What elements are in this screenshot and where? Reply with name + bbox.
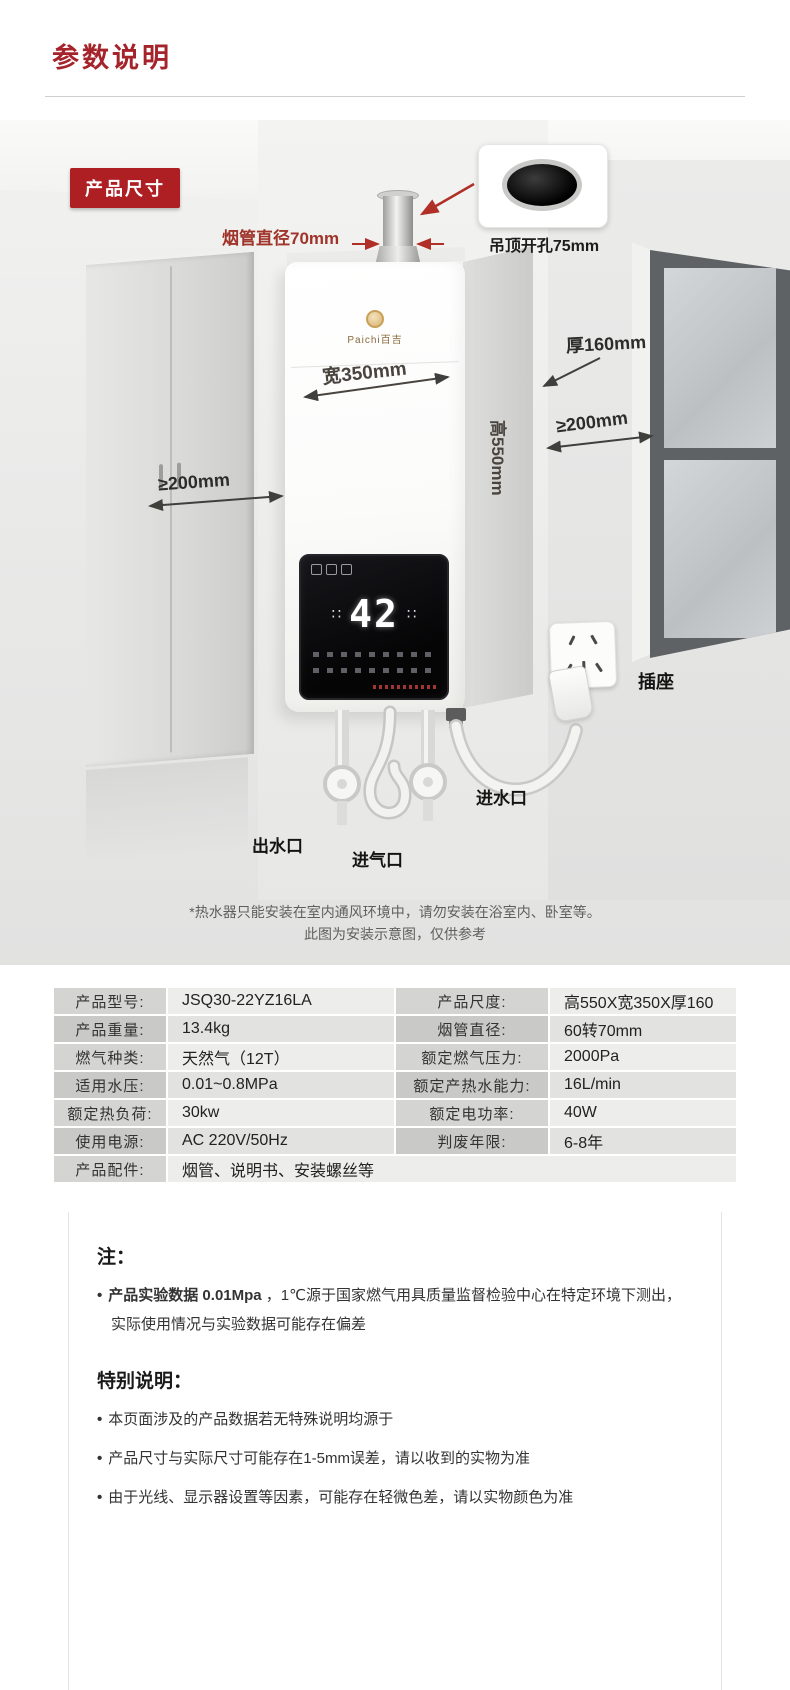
display-tick-row: [313, 668, 435, 673]
temperature-readout: ∷ 42 ∷: [301, 592, 447, 636]
brand-name: Paichi百吉: [347, 335, 403, 346]
diagram-disclaimer-line1: *热水器只能安装在室内通风环境中，请勿安装在浴室内、卧室等。: [189, 904, 601, 920]
flue-pipe-base: [375, 246, 421, 266]
spec-label: 额定电功率:: [396, 1100, 548, 1126]
display-status-icons: [311, 564, 352, 575]
spec-value: 16L/min: [550, 1072, 736, 1098]
special-note-heading: 特别说明：: [97, 1370, 193, 1392]
spec-label: 判废年限:: [396, 1128, 548, 1154]
ceiling-hole-photo: [478, 144, 608, 228]
spec-value: 60转70mm: [550, 1016, 736, 1042]
spec-value: 2000Pa: [550, 1044, 736, 1070]
window: [650, 250, 790, 658]
brand-mascot-icon: [366, 310, 384, 328]
spec-value: 13.4kg: [168, 1016, 394, 1042]
spec-label: 产品尺度:: [396, 988, 548, 1014]
display-segment-left: ∷: [331, 606, 342, 623]
spec-label: 产品型号:: [54, 988, 166, 1014]
spec-value: 天然气（12T）: [168, 1044, 394, 1070]
spec-label: 产品配件:: [54, 1156, 166, 1182]
flue-diameter-label: 烟管直径70mm: [222, 229, 340, 248]
spec-value: 6-8年: [550, 1128, 736, 1154]
spec-label: 使用电源:: [54, 1128, 166, 1154]
socket-label: 插座: [638, 672, 674, 692]
installation-diagram: Paichi百吉 ∷ 42 ∷: [0, 120, 790, 965]
temperature-value: 42: [349, 592, 399, 636]
window-trim: [632, 242, 652, 662]
water-outlet-label: 出水口: [252, 837, 303, 856]
spec-table: 产品型号: JSQ30-22YZ16LA 产品尺度: 高550X宽350X厚16…: [54, 988, 736, 1182]
note-heading: 注：: [97, 1247, 136, 1268]
note-rest: ，1℃源于国家燃气用具质量监督检验中心在特定环境下测出，实际使用情况与实验数据可…: [111, 1287, 681, 1334]
note-item: 产品实验数据 0.01Mpa ，1℃源于国家燃气用具质量监督检验中心在特定环境下…: [97, 1281, 693, 1340]
spec-value: 0.01~0.8MPa: [168, 1072, 394, 1098]
notes-section: 注： 产品实验数据 0.01Mpa ，1℃源于国家燃气用具质量监督检验中心在特定…: [68, 1212, 722, 1690]
note-item: 本页面涉及的产品数据若无特殊说明均源于: [97, 1405, 693, 1434]
spec-label: 产品重量:: [54, 1016, 166, 1042]
cabinet-shadow: [86, 757, 248, 862]
diagram-disclaimer-line2: 此图为安装示意图，仅供参考: [304, 926, 486, 942]
note-item: 由于光线、显示器设置等因素，可能存在轻微色差，请以实物颜色为准: [97, 1483, 693, 1512]
note-strong: 产品实验数据 0.01Mpa: [108, 1287, 262, 1304]
spec-value: 烟管、说明书、安装螺丝等: [168, 1156, 736, 1182]
socket-slot: [568, 635, 576, 646]
height-label: 高550mm: [488, 420, 507, 496]
display-segment-right: ∷: [406, 606, 417, 623]
display-icon: [326, 564, 337, 575]
spec-value: 30kw: [168, 1100, 394, 1126]
display-panel: ∷ 42 ∷: [299, 554, 449, 700]
spec-label: 燃气种类:: [54, 1044, 166, 1070]
socket-slot: [594, 662, 603, 673]
spec-value: 40W: [550, 1100, 736, 1126]
display-model-text: [373, 685, 437, 689]
spec-value: JSQ30-22YZ16LA: [168, 988, 394, 1014]
display-icon: [341, 564, 352, 575]
spec-label: 额定产热水能力:: [396, 1072, 548, 1098]
water-inlet-label: 进水口: [476, 789, 527, 808]
header-divider: [45, 96, 745, 97]
gas-inlet-label: 进气口: [352, 851, 403, 870]
brand-logo: Paichi百吉: [285, 310, 465, 346]
spec-label: 额定燃气压力:: [396, 1044, 548, 1070]
wardrobe-cabinet: [86, 248, 254, 768]
spec-label: 适用水压:: [54, 1072, 166, 1098]
page-title: 参数说明: [52, 43, 172, 73]
water-heater: Paichi百吉 ∷ 42 ∷: [285, 262, 465, 712]
window-pane: [664, 460, 776, 638]
display-icon: [311, 564, 322, 575]
thickness-label: 厚160mm: [565, 331, 647, 357]
ceiling-hole: [502, 159, 582, 211]
product-size-badge: 产品尺寸: [70, 168, 180, 208]
spec-value: 高550X宽350X厚160: [550, 988, 736, 1014]
display-tick-row: [313, 652, 435, 657]
window-pane: [664, 268, 776, 448]
spec-label: 烟管直径:: [396, 1016, 548, 1042]
socket-slot: [590, 634, 598, 645]
ceiling-hole-label: 吊顶开孔75mm: [488, 238, 600, 255]
note-item: 产品尺寸与实际尺寸可能存在1-5mm误差，请以收到的实物为准: [97, 1444, 693, 1473]
spec-label: 额定热负荷:: [54, 1100, 166, 1126]
spec-value: AC 220V/50Hz: [168, 1128, 394, 1154]
heater-side-panel: [463, 246, 533, 708]
